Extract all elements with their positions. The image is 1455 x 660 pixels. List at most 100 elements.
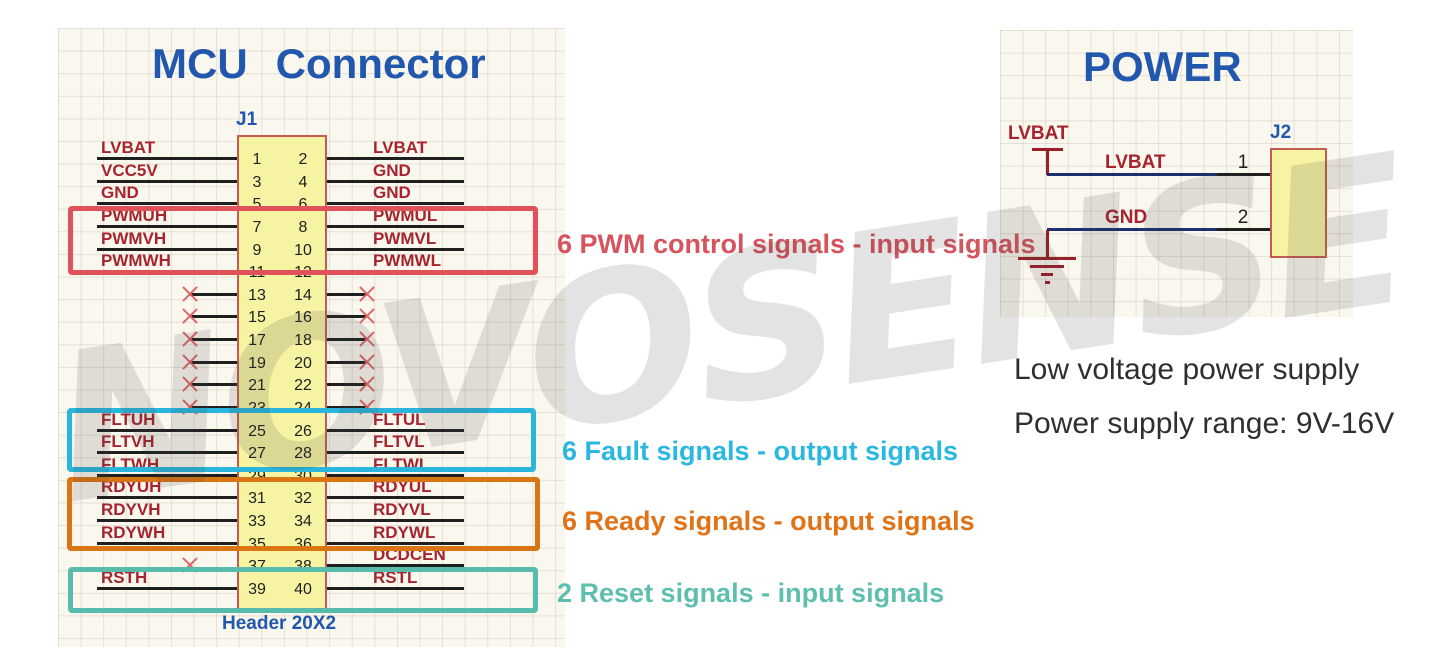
stub-left [190, 315, 237, 318]
stub-left [190, 383, 237, 386]
pin-number-right: 20 [294, 355, 312, 372]
ground-bar3-icon [1041, 273, 1053, 276]
gnd-wire [1047, 228, 1217, 231]
j1-footprint-label: Header 20X2 [222, 613, 337, 634]
stub-right [327, 361, 367, 364]
pin-number-left: 19 [248, 355, 266, 372]
wire-right [327, 157, 464, 160]
net-label-left: LVBAT [101, 138, 156, 157]
j1-connector-body [237, 135, 327, 610]
wire-right [327, 248, 464, 251]
annotation-reset: 2 Reset signals - input signals [557, 578, 945, 608]
ground-bar2-icon [1030, 265, 1064, 268]
wire-left [97, 496, 237, 499]
group-box-ready [67, 477, 540, 551]
net-label-right: FLTUL [373, 410, 426, 429]
pin-number-left: 9 [252, 242, 262, 259]
net-label-right: PWMWL [373, 251, 441, 270]
stub-left [190, 361, 237, 364]
pin-number-right: 16 [294, 309, 312, 326]
wire-left [97, 474, 237, 477]
wire-left [97, 180, 237, 183]
wire-right [327, 519, 464, 522]
net-label-left: RDYVH [101, 500, 161, 519]
net-label-left: VCC5V [101, 161, 158, 180]
pin-number-right: 28 [294, 445, 312, 462]
stub-right [327, 338, 367, 341]
j2-pin1-stub [1217, 173, 1271, 176]
power-title-text: POWER [1083, 43, 1242, 90]
annotation-fault: 6 Fault signals - output signals [562, 436, 959, 466]
stub-left [190, 406, 237, 409]
pin-number-left: 21 [248, 377, 266, 394]
group-box-pwm [68, 206, 538, 275]
pin-number-left: 25 [248, 423, 266, 440]
wire-left [97, 157, 237, 160]
pin-number-left: 31 [248, 490, 266, 507]
wire-left [97, 519, 237, 522]
wire-right [327, 496, 464, 499]
net-label-left: RDYWH [101, 523, 166, 542]
pin-number-right: 6 [298, 196, 308, 213]
pin-number-right: 4 [298, 174, 308, 191]
wire-left [97, 587, 237, 590]
mcu-section-title: MCU Connector [152, 40, 486, 88]
net-label-right: RSTL [373, 568, 418, 587]
net-label-right: RDYUL [373, 477, 432, 496]
wire-right [327, 429, 464, 432]
ground-stem-icon [1046, 230, 1049, 258]
pin-number-right: 8 [298, 219, 308, 236]
wire-right [327, 225, 464, 228]
mcu-title-word1: MCU [152, 40, 248, 87]
wire-left [97, 202, 237, 205]
pin-number-left: 27 [248, 445, 266, 462]
annotation-ready: 6 Ready signals - output signals [562, 506, 975, 536]
lvbat-wire [1047, 173, 1217, 176]
j2-connector-body [1270, 148, 1327, 258]
stub-right [327, 383, 367, 386]
stub-left [190, 338, 237, 341]
net-label-left: PWMUH [101, 206, 168, 225]
net-label-right: RDYWL [373, 523, 436, 542]
j2-pin1-number: 1 [1237, 152, 1249, 173]
pin-number-left: 13 [248, 287, 266, 304]
group-box-fault [67, 408, 536, 472]
pin-number-left: 1 [252, 151, 262, 168]
pin-number-left: 39 [248, 581, 266, 598]
stub-right [327, 315, 367, 318]
wire-right [327, 542, 464, 545]
pin-number-left: 33 [248, 513, 266, 530]
pin-number-left: 5 [252, 196, 262, 213]
net-label-right: PWMVL [373, 229, 437, 248]
wire-right [327, 474, 464, 477]
pin-number-left: 17 [248, 332, 266, 349]
annotation-pwm: 6 PWM control signals - input signals [557, 229, 1036, 259]
ground-bar4-icon [1045, 281, 1050, 284]
power-port-bar-icon [1032, 148, 1063, 151]
pin-number-left: 7 [252, 219, 262, 236]
wire-left [97, 451, 237, 454]
wire-left [97, 248, 237, 251]
wire-right [327, 451, 464, 454]
lvbat-power-port-label: LVBAT [1008, 123, 1069, 144]
net-label-left: RDYUH [101, 477, 162, 496]
lvbat-net-label: LVBAT [1105, 152, 1166, 173]
j2-pin2-stub [1217, 228, 1271, 231]
j2-pin2-number: 2 [1237, 207, 1249, 228]
gnd-net-label: GND [1105, 207, 1148, 228]
net-label-left: FLTUH [101, 410, 156, 429]
net-label-right: GND [373, 183, 411, 202]
wire-left [97, 429, 237, 432]
pin-number-right: 40 [294, 581, 312, 598]
power-port-stem-icon [1046, 150, 1049, 175]
wire-left [97, 225, 237, 228]
net-label-left: GND [101, 183, 139, 202]
net-label-right: LVBAT [373, 138, 428, 157]
net-label-right: RDYVL [373, 500, 431, 519]
pin-number-right: 32 [294, 490, 312, 507]
j2-designator: J2 [1270, 122, 1292, 143]
power-section-title: POWER [1083, 43, 1242, 91]
